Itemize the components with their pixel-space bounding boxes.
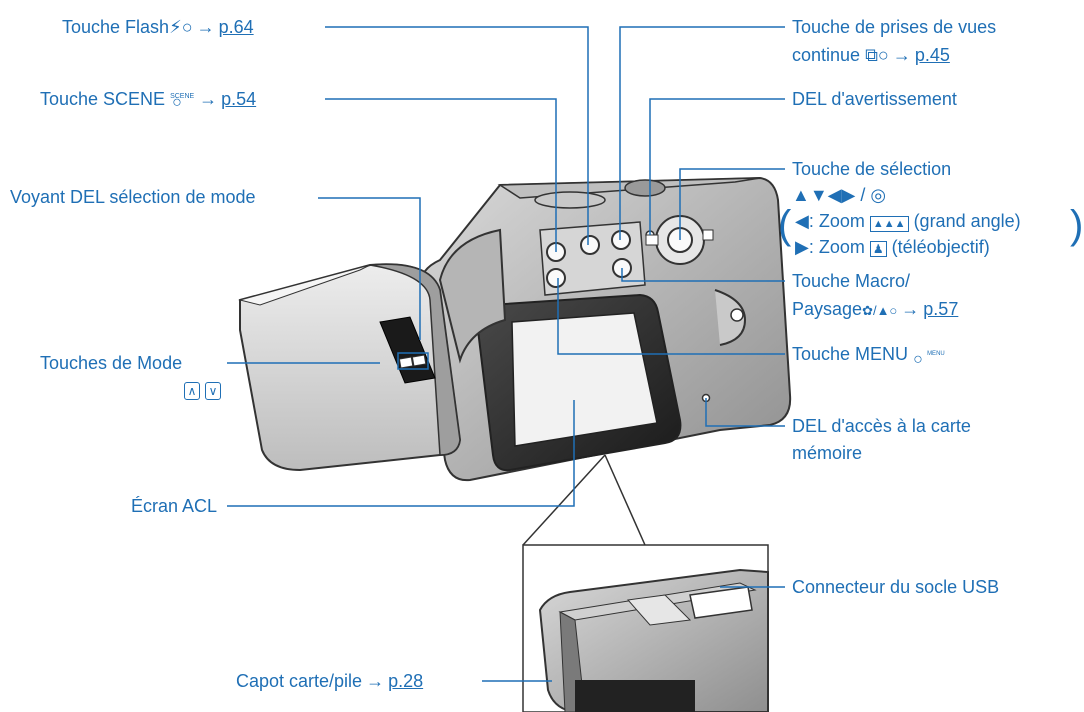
label-mode-keys: Touches de Mode <box>40 353 183 373</box>
label-flash: Touche Flash⚡○→p.64 <box>62 17 254 37</box>
mode-down-icon: ∨ <box>205 382 222 400</box>
arrow-down-icon: ▼ <box>809 185 828 205</box>
arrow-right-icon: ▶ <box>795 237 809 257</box>
label-lcd: Écran ACL <box>131 496 218 516</box>
label-warning-led: DEL d'avertissement <box>792 89 957 109</box>
mode-up-icon: ∧ <box>184 382 200 400</box>
inset-detail <box>522 454 769 712</box>
continuous-icon: ⧉○ <box>865 45 889 65</box>
label-card-cover: Capot carte/pile→p.28 <box>236 671 424 691</box>
label-menu: Touche MENU ○ MENU <box>792 344 945 369</box>
label-card-access-line2: mémoire <box>792 443 863 463</box>
label-mode-led: Voyant DEL sélection de mode <box>10 187 256 207</box>
label-macro-line1: Touche Macro/ <box>792 271 911 291</box>
zoom-wide-line: ◀: Zoom ▲▲▲ (grand angle) <box>795 211 1021 232</box>
label-scene: Touche SCENE SCENE ○ →p.54 <box>40 89 257 112</box>
label-continuous-line2: continue ⧉○→p.45 <box>792 45 950 65</box>
continuous-page-link[interactable]: p.45 <box>914 45 950 65</box>
mode-keys-icons: ∧ ∨ <box>184 378 222 400</box>
arrow-up-icon: ▲ <box>792 185 810 205</box>
tele-zoom-icon: ♟ <box>869 241 887 257</box>
label-macro-line2: Paysage✿/▲○→p.57 <box>792 299 959 319</box>
wide-zoom-icon: ▲▲▲ <box>869 216 909 232</box>
camera-grip <box>438 228 507 364</box>
lens-module <box>238 263 462 472</box>
lcd-screen <box>476 293 682 472</box>
right-paren-icon: ) <box>1070 203 1084 247</box>
scene-button-icon: SCENE ○ <box>170 93 195 112</box>
label-card-access-line1: DEL d'accès à la carte <box>792 416 971 436</box>
left-paren-icon: ( <box>778 203 792 247</box>
menu-button-icon: ○ MENU <box>913 351 945 369</box>
label-selection: Touche de sélection <box>792 159 952 179</box>
flash-page-link[interactable]: p.64 <box>218 17 254 37</box>
label-continuous-line1: Touche de prises de vues <box>792 17 997 37</box>
arrow-left-icon: ◀ <box>795 211 809 231</box>
leader-lines <box>227 26 785 682</box>
card-cover-page-link[interactable]: p.28 <box>388 671 424 691</box>
flash-icon: ⚡○ <box>169 17 193 37</box>
macro-landscape-icon: ✿/▲○ <box>862 303 898 318</box>
selection-arrows: ▲▼◀▶ / ◎ <box>792 185 887 205</box>
arrow-right-icon: ▶ <box>841 185 856 205</box>
label-usb: Connecteur du socle USB <box>792 577 1000 597</box>
arrow-left-icon: ◀ <box>827 185 842 205</box>
scene-page-link[interactable]: p.54 <box>221 89 257 109</box>
macro-page-link[interactable]: p.57 <box>923 299 959 319</box>
ok-icon: ◎ <box>870 185 887 205</box>
zoom-tele-line: ▶: Zoom ♟ (téléobjectif) <box>795 237 990 257</box>
